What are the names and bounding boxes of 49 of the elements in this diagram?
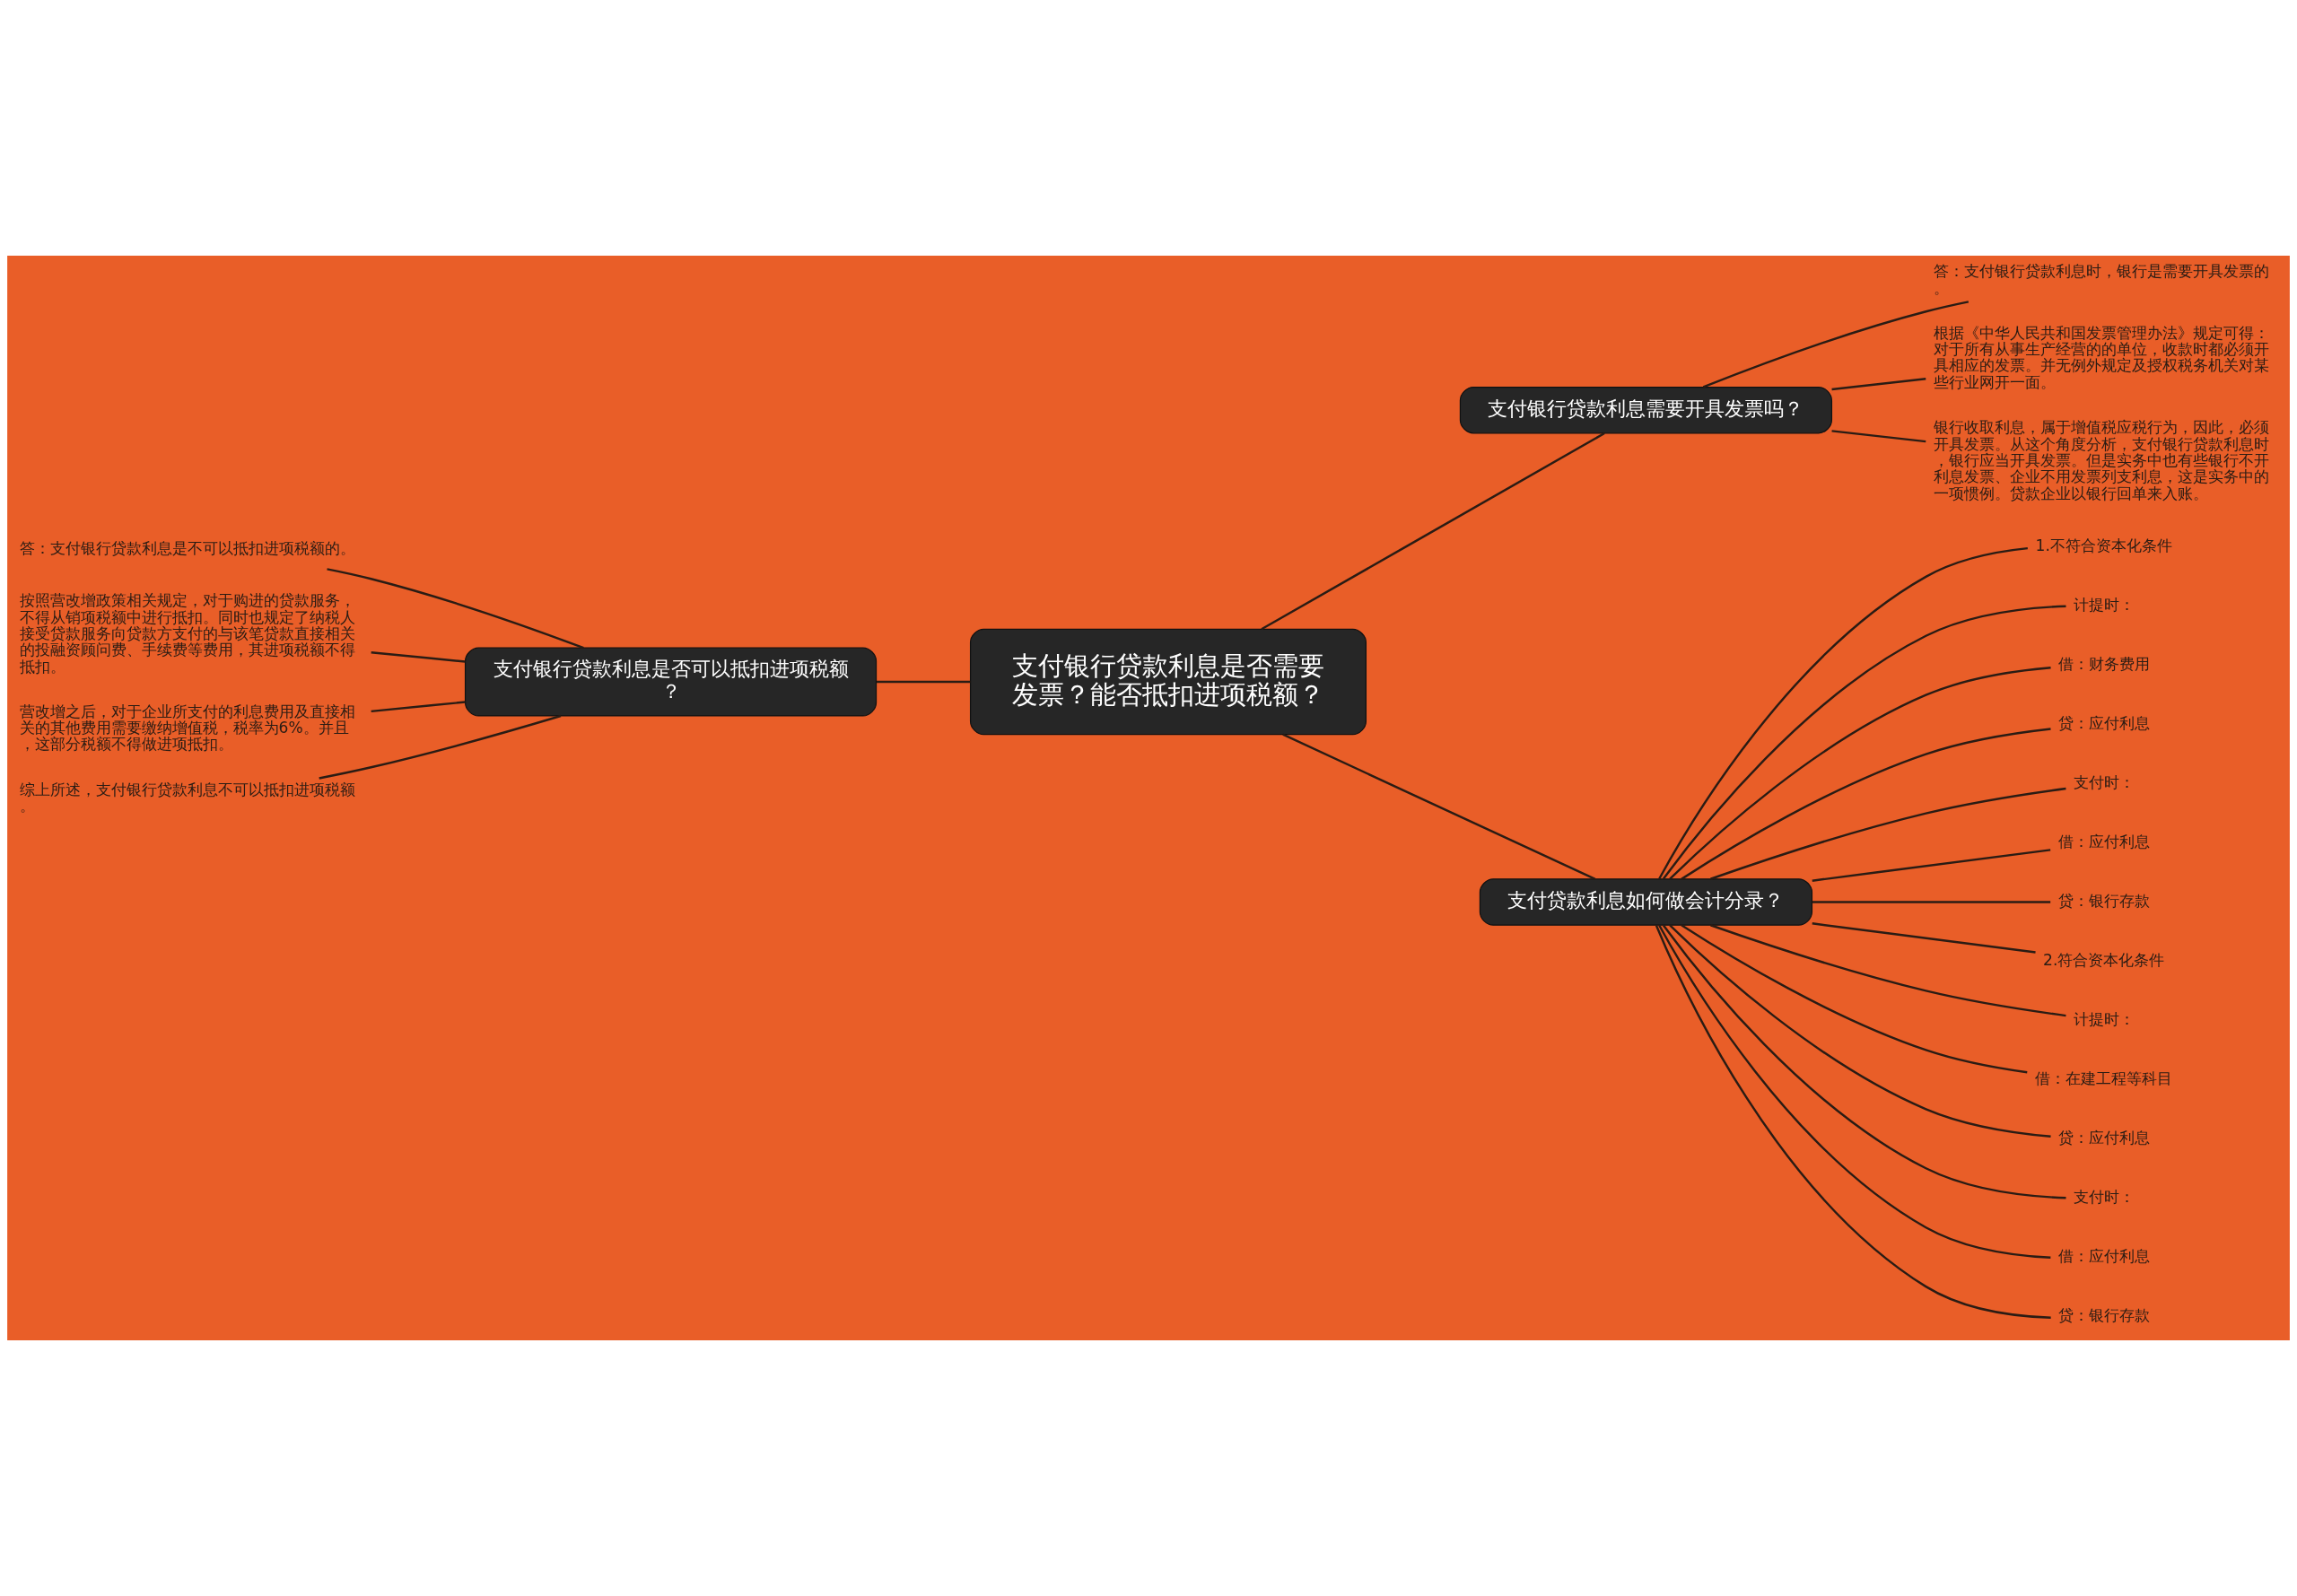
connector [1662, 605, 2066, 880]
node-text: 答：支付银行贷款利息时，银行是需要开具发票的。 [1934, 262, 2269, 297]
connector [1812, 849, 2051, 882]
node-text: 贷：应付利息 [2058, 714, 2151, 733]
connector [319, 714, 562, 780]
node-text: 综上所述，支付银行贷款利息不可以抵扣进项税额。 [19, 781, 355, 815]
node-box: 支付银行贷款利息是否需要发票？能否抵扣进项税额？ [969, 628, 1367, 736]
connector [1681, 924, 2028, 1074]
node-text: 答：支付银行贷款利息是不可以抵扣进项税额的。 [19, 538, 355, 557]
node-box: 支付银行贷款利息需要开具发票吗？ [1459, 386, 1833, 434]
node-text: 银行收取利息，属于增值税应税行为，因此，必须开具发票。从这个角度分析，支付银行贷款利息时，银行应当开具发票。但是实务中也有些银行不开利息发票、企业不用发票列支利息，这是实务中的一项惯例。贷款企业以银行回单来入账。 [1934, 418, 2269, 502]
node-text: 按照营改增政策相关规定，对于购进的贷款服务，不得从销项税额中进行抵扣。同时也规定了纳税人接受贷款服务向贷款方支付的与该笔贷款直接相关的投融资顾问费、手续费等费用，其进项税额不得抵扣。 [19, 591, 355, 676]
connector [1261, 432, 1605, 631]
node-text: 支付时： [2074, 1187, 2135, 1206]
connector [1702, 301, 1969, 388]
connector [1831, 430, 1926, 443]
connector [1658, 924, 2051, 1259]
node-text: 借：在建工程等科目 [2034, 1068, 2172, 1087]
node-text: 1.不符合资本化条件 [2035, 536, 2172, 555]
node-text: 贷：应付利息 [2058, 1128, 2151, 1147]
connector [876, 680, 971, 684]
node-text: 2.符合资本化条件 [2043, 950, 2165, 969]
connector [1681, 728, 2051, 880]
connector [1669, 667, 2051, 880]
node-text: 借：应付利息 [2058, 1246, 2151, 1265]
node-text: 根据《中华人民共和国发票管理办法》规定可得：对于所有从事生产经营的的单位，收款时都必须开具相应的发票。并无例外规定及授权税务机关对某些行业网开一面。 [1934, 323, 2269, 391]
node-text: 借：应付利息 [2058, 833, 2151, 851]
connector [1669, 924, 2051, 1138]
node-box: 支付银行贷款利息是否可以抵扣进项税额？ [464, 647, 878, 717]
connector [1710, 924, 2066, 1017]
connector [1831, 378, 1926, 391]
node-box: 支付贷款利息如何做会计分录？ [1479, 878, 1813, 926]
connector [1710, 787, 2066, 880]
connector [371, 651, 466, 663]
node-text: 贷：银行存款 [2058, 1305, 2151, 1324]
node-text: 计提时： [2074, 596, 2135, 615]
node-text: 借：财务费用 [2058, 655, 2151, 674]
connector [1812, 922, 2036, 954]
node-text: 贷：银行存款 [2058, 892, 2151, 911]
connector [1655, 925, 2051, 1320]
connector [1282, 733, 1596, 880]
node-text: 营改增之后，对于企业所支付的利息费用及直接相关的其他费用需要缴纳增值税，税率为6%。并且，这部分税额不得做进项抵扣。 [19, 702, 355, 754]
connector [1658, 546, 2028, 880]
connector [327, 568, 584, 650]
node-text: 计提时： [2074, 1009, 2135, 1028]
connector [371, 701, 466, 713]
connector [1812, 901, 2051, 903]
node-text: 支付时： [2074, 773, 2135, 792]
connector [1662, 924, 2066, 1199]
